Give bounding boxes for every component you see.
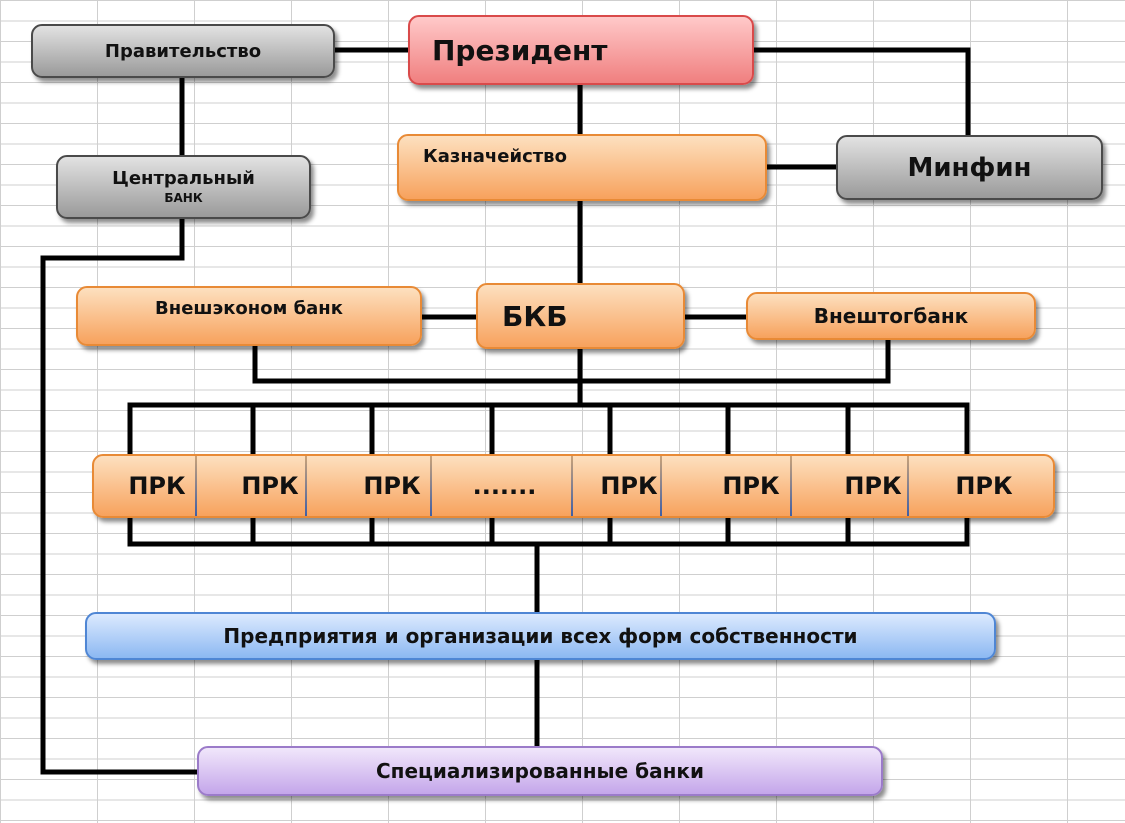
prk-divider — [430, 456, 432, 516]
central-bank-label-line1: Центральный — [112, 168, 255, 190]
connector-centralbank-specialized — [40, 219, 198, 775]
prk-row — [92, 454, 1055, 518]
government-box: Правительство — [31, 24, 335, 78]
prk-divider — [195, 456, 197, 516]
treasury-label: Казначейство — [423, 146, 567, 167]
prk-cell: ПРК — [955, 472, 1013, 500]
prk-cell: ПРК — [241, 472, 299, 500]
prk-divider — [790, 456, 792, 516]
prk-divider — [571, 456, 573, 516]
specialized-banks-label: Специализированные банки — [375, 759, 705, 783]
connector-president-minfin — [752, 47, 971, 137]
connector-prk-top-bus — [127, 402, 970, 454]
prk-divider — [907, 456, 909, 516]
prk-cell: ПРК — [722, 472, 780, 500]
treasury-box: Казначейство — [397, 134, 767, 201]
prk-cell: ПРК — [844, 472, 902, 500]
prk-cell: ПРК — [600, 472, 658, 500]
specialized-banks-box: Специализированные банки — [197, 746, 883, 796]
government-label: Правительство — [104, 40, 262, 62]
connector-prk-bottom-bus — [127, 518, 970, 547]
bkb-box: БКБ — [476, 283, 685, 349]
central-bank-label-line2: БАНК — [164, 190, 203, 205]
vneshtorgbank-label: Внештогбанк — [813, 304, 969, 328]
minfin-label: Минфин — [907, 152, 1032, 183]
bkb-label: БКБ — [502, 299, 568, 333]
vneshtorgbank-box: Внештогбанк — [746, 292, 1036, 340]
prk-cell: ПРК — [363, 472, 421, 500]
enterprises-label: Предприятия и организации всех форм собс… — [223, 624, 858, 648]
prk-ellipsis-cell: ....... — [472, 472, 537, 500]
central-bank-box: Центральный БАНК — [56, 155, 311, 219]
vneshekonom-bank-box: Внешэконом банк — [76, 286, 422, 346]
minfin-box: Минфин — [836, 135, 1103, 200]
prk-divider — [660, 456, 662, 516]
prk-cell: ПРК — [128, 472, 186, 500]
president-label: Президент — [432, 33, 608, 67]
prk-divider — [305, 456, 307, 516]
connector-subsidiaries-bus — [252, 340, 891, 384]
vneshekonom-bank-label: Внешэконом банк — [155, 298, 343, 319]
president-box: Президент — [408, 15, 754, 85]
enterprises-box: Предприятия и организации всех форм собс… — [85, 612, 996, 660]
